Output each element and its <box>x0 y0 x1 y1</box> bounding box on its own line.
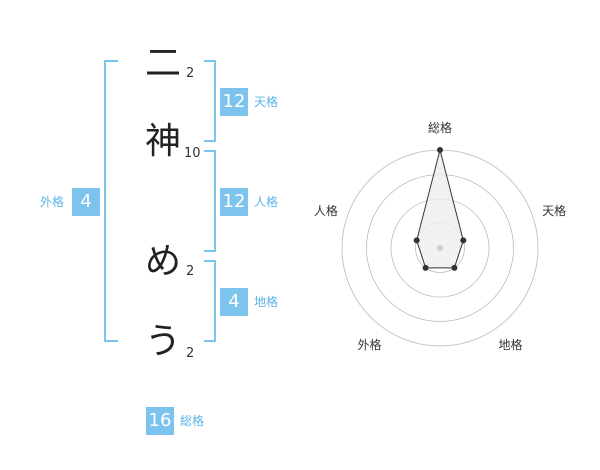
chikaku-bracket <box>204 260 216 342</box>
radar-axis-label-1: 総格 <box>428 120 452 135</box>
radar-axis-label-5: 人格 <box>314 203 338 218</box>
radar-axis-label-3: 地格 <box>499 337 523 352</box>
tenkaku-label: 天格 <box>254 95 279 109</box>
jinkaku-bracket <box>204 150 216 252</box>
jinkaku-value-badge: 12 <box>220 188 248 216</box>
radar-point-5 <box>413 237 420 244</box>
chikaku-label: 地格 <box>254 295 279 309</box>
stroke-count-4: 2 <box>186 346 195 361</box>
radar-data-polygon <box>416 149 464 269</box>
gaikaku-label: 外格 <box>40 195 65 209</box>
stroke-count-3: 2 <box>186 264 195 279</box>
radar-axis-label-2: 天格 <box>542 203 566 218</box>
soukaku-label: 総格 <box>180 414 205 428</box>
gaikaku-value-badge: 4 <box>72 188 100 216</box>
radar-point-4 <box>422 264 429 271</box>
tenkaku-bracket <box>204 60 216 142</box>
radar-center-dot <box>437 245 443 251</box>
name-char-2: 神 <box>144 121 181 162</box>
tenkaku-value-badge: 12 <box>220 88 248 116</box>
radar-point-3 <box>451 264 458 271</box>
name-char-4: う <box>144 321 181 362</box>
name-char-3: め <box>144 241 181 282</box>
soukaku-value-badge: 16 <box>146 407 174 435</box>
chikaku-value-badge: 4 <box>220 288 248 316</box>
name-char-1: 二 <box>144 43 181 84</box>
jinkaku-label: 人格 <box>254 195 279 209</box>
radar-axis-label-4: 外格 <box>357 337 381 352</box>
radar-point-2 <box>460 237 467 244</box>
gaikaku-bracket <box>104 60 118 342</box>
stroke-count-2: 10 <box>184 146 201 161</box>
radar-point-1 <box>437 147 443 153</box>
stroke-count-1: 2 <box>186 66 195 81</box>
